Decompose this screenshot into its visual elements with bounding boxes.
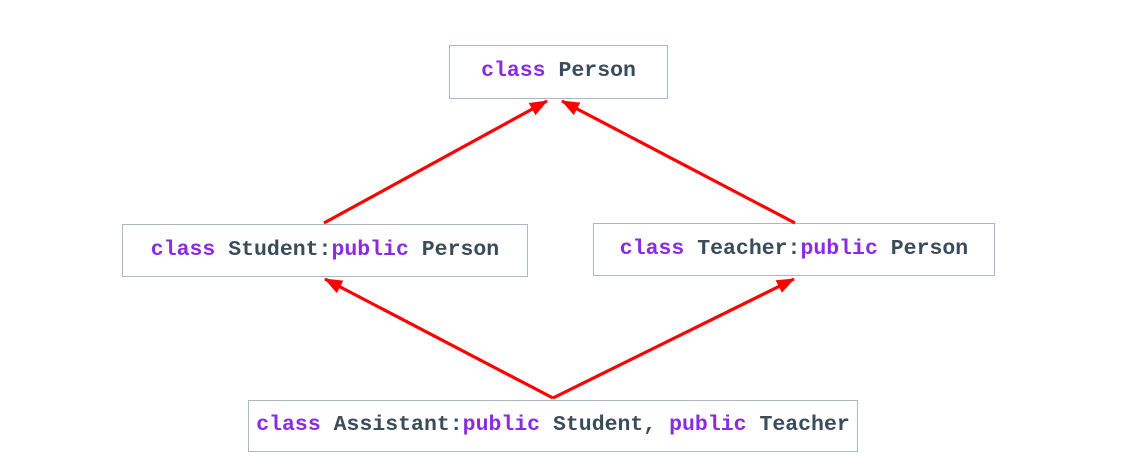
identifier-text: Person xyxy=(877,236,969,261)
arrow-teacher-to-person xyxy=(561,99,796,225)
arrow-student-to-person xyxy=(323,99,548,225)
keyword-class: class xyxy=(256,413,321,438)
keyword-class: class xyxy=(150,237,216,262)
class-box-teacher: class Teacher:public Person xyxy=(593,223,995,276)
identifier-text: Teacher: xyxy=(684,236,801,261)
keyword-public: public xyxy=(669,413,747,438)
keyword-class: class xyxy=(619,236,685,261)
keyword-public: public xyxy=(462,413,541,438)
identifier-text: Teacher xyxy=(746,413,850,438)
keyword-class: class xyxy=(481,59,546,84)
class-box-student: class Student:public Person xyxy=(122,224,528,277)
keyword-public: public xyxy=(331,237,409,262)
arrow-assistant-to-student xyxy=(324,277,554,400)
identifier-text: Person xyxy=(545,59,636,84)
class-box-person: class Person xyxy=(449,45,668,99)
identifier-text: Person xyxy=(408,237,500,262)
class-box-assistant: class Assistant:public Student, public T… xyxy=(248,400,858,452)
identifier-text: Assistant: xyxy=(320,413,463,438)
arrow-assistant-to-teacher xyxy=(552,277,795,400)
keyword-public: public xyxy=(800,236,878,261)
identifier-text: Student, xyxy=(540,413,670,438)
identifier-text: Student: xyxy=(215,237,332,262)
